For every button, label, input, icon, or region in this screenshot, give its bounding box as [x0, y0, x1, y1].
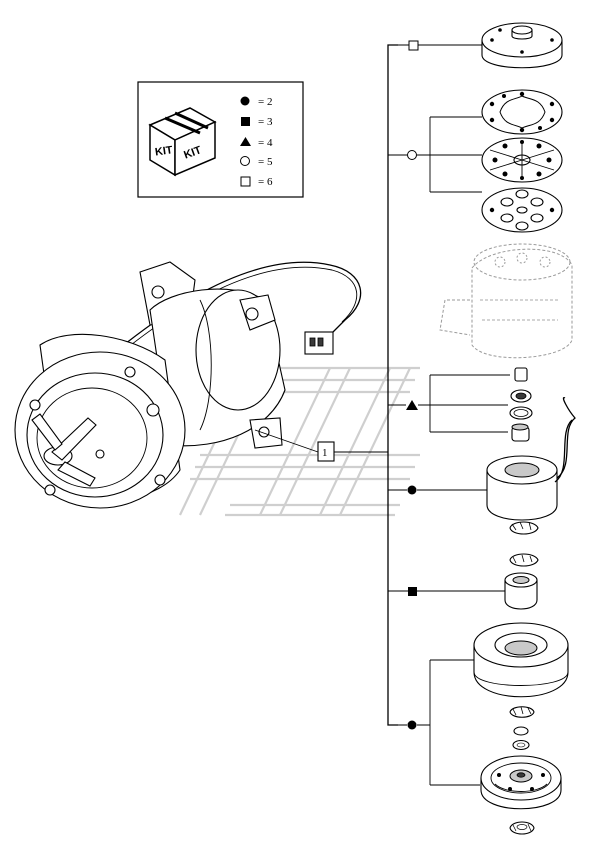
legend-entry-1: = 2 [258, 96, 272, 108]
legend-box: KIT KIT = 2 = 3 = 4 = 5 = 6 [137, 81, 304, 198]
filled-square-icon [408, 587, 417, 596]
pulley [473, 622, 569, 698]
branch-open-circle [388, 89, 563, 233]
filled-circle-icon [407, 485, 417, 495]
kit-box-icon: KIT KIT [148, 107, 217, 177]
legend-entry-4: = 5 [258, 156, 273, 168]
snap-ring-upper [509, 521, 539, 535]
legend-entry-2: = 3 [258, 116, 273, 128]
head-cover-plate [481, 22, 563, 69]
open-circle-icon [240, 156, 250, 166]
gasket-lower [481, 187, 563, 233]
cylinder-block-phantom [439, 243, 573, 359]
kit-label-right: KIT [182, 144, 203, 161]
gasket-upper [481, 89, 563, 135]
field-coil [486, 397, 576, 521]
filled-circle-icon [240, 96, 250, 106]
seal-part-1 [514, 367, 528, 382]
nut [509, 821, 535, 835]
filled-square-icon [241, 117, 250, 126]
branch-open-square [388, 22, 563, 69]
kit-label-left: KIT [154, 144, 173, 158]
legend-entry-5: = 6 [258, 176, 273, 188]
branch-filled-circle-upper [388, 397, 576, 535]
filled-triangle-icon [240, 137, 251, 146]
branch-triangle [388, 367, 533, 442]
bearing [504, 572, 538, 610]
snap-ring-middle [509, 553, 539, 567]
compressor-drawing [14, 261, 362, 509]
filled-triangle-icon [406, 400, 418, 410]
clutch-hub-plate [480, 755, 562, 810]
branch-filled-square [388, 553, 539, 610]
callout-box [317, 441, 335, 462]
legend-entry-3: = 4 [258, 137, 273, 149]
valve-plate [481, 137, 563, 183]
open-square-icon [408, 40, 419, 51]
branch-filled-circle-lower [398, 622, 569, 835]
open-circle-icon [407, 150, 417, 160]
small-parts-stack [509, 706, 535, 751]
open-square-icon [240, 176, 251, 187]
filled-circle-icon [407, 720, 417, 730]
reference-callout: 1 [254, 429, 388, 462]
callout-label: 1 [322, 447, 328, 459]
trunk-line [387, 44, 398, 726]
